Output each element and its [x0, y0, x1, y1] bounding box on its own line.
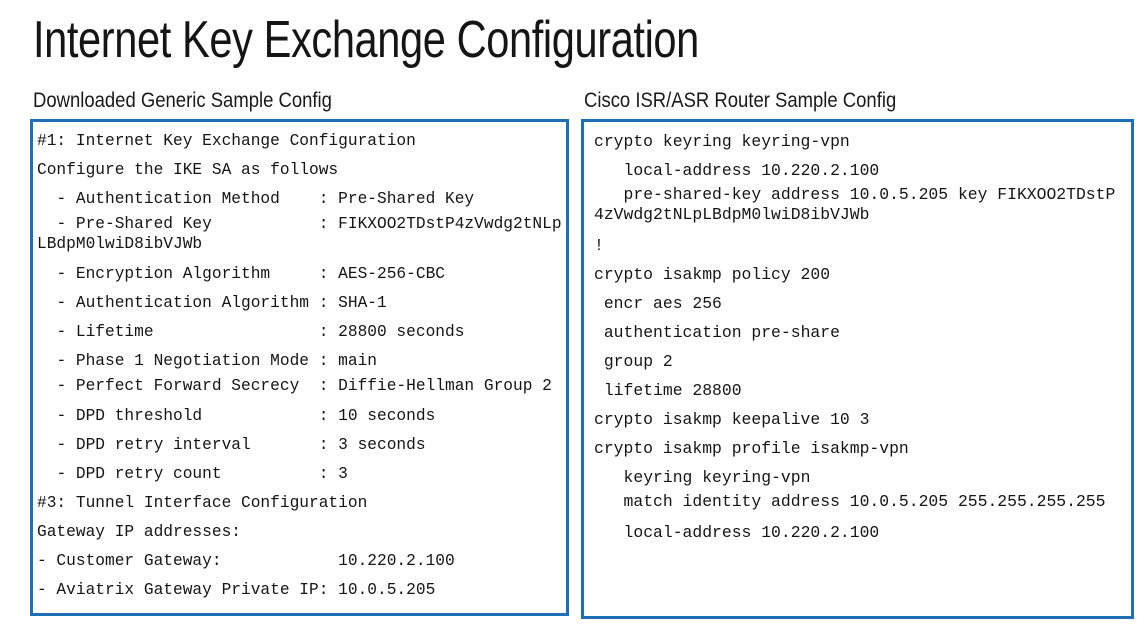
- code-line: crypto keyring keyring-vpn: [594, 132, 850, 151]
- code-line: pre-shared-key address 10.0.5.205 key FI…: [594, 185, 1116, 224]
- code-line: - Encryption Algorithm : AES-256-CBC: [37, 265, 446, 283]
- code-line: crypto isakmp policy 200: [594, 265, 831, 284]
- code-line: keyring keyring-vpn: [594, 468, 811, 487]
- code-line: - DPD threshold : 10 seconds: [37, 407, 436, 425]
- code-line: authentication pre-share: [594, 323, 840, 342]
- code-line: - Aviatrix Gateway Private IP: 10.0.5.20…: [37, 581, 436, 599]
- code-line: encr aes 256: [594, 294, 722, 313]
- right-column-heading: Cisco ISR/ASR Router Sample Config: [584, 89, 897, 112]
- code-line: - Pre-Shared Key : FIKXOO2TDstP4zVwdg2tN…: [37, 215, 562, 253]
- code-line: crypto isakmp profile isakmp-vpn: [594, 439, 909, 458]
- code-line: !: [594, 236, 604, 255]
- code-line: - Authentication Method : Pre-Shared Key: [37, 190, 475, 208]
- code-line: lifetime 28800: [594, 381, 742, 400]
- code-line: #3: Tunnel Interface Configuration: [37, 494, 368, 512]
- code-line: - Authentication Algorithm : SHA-1: [37, 294, 387, 312]
- code-line: Gateway IP addresses:: [37, 523, 241, 541]
- code-line: group 2: [594, 352, 673, 371]
- left-column-heading: Downloaded Generic Sample Config: [33, 89, 332, 112]
- code-line: local-address 10.220.2.100: [594, 161, 880, 180]
- code-line: match identity address 10.0.5.205 255.25…: [594, 492, 1106, 511]
- code-line: - Lifetime : 28800 seconds: [37, 323, 465, 341]
- code-line: #1: Internet Key Exchange Configuration: [37, 132, 416, 150]
- page-title: Internet Key Exchange Configuration: [33, 11, 699, 69]
- cisco-sample-config-panel: crypto keyring keyring-vpn local-address…: [581, 119, 1134, 619]
- code-line: - Phase 1 Negotiation Mode : main: [37, 352, 378, 370]
- code-line: - Perfect Forward Secrecy : Diffie-Hellm…: [37, 377, 552, 395]
- code-line: Configure the IKE SA as follows: [37, 161, 339, 179]
- code-line: local-address 10.220.2.100: [594, 523, 880, 542]
- code-line: crypto isakmp keepalive 10 3: [594, 410, 870, 429]
- code-line: - Customer Gateway: 10.220.2.100: [37, 552, 455, 570]
- code-line: - DPD retry count : 3: [37, 465, 348, 483]
- code-line: - DPD retry interval : 3 seconds: [37, 436, 426, 454]
